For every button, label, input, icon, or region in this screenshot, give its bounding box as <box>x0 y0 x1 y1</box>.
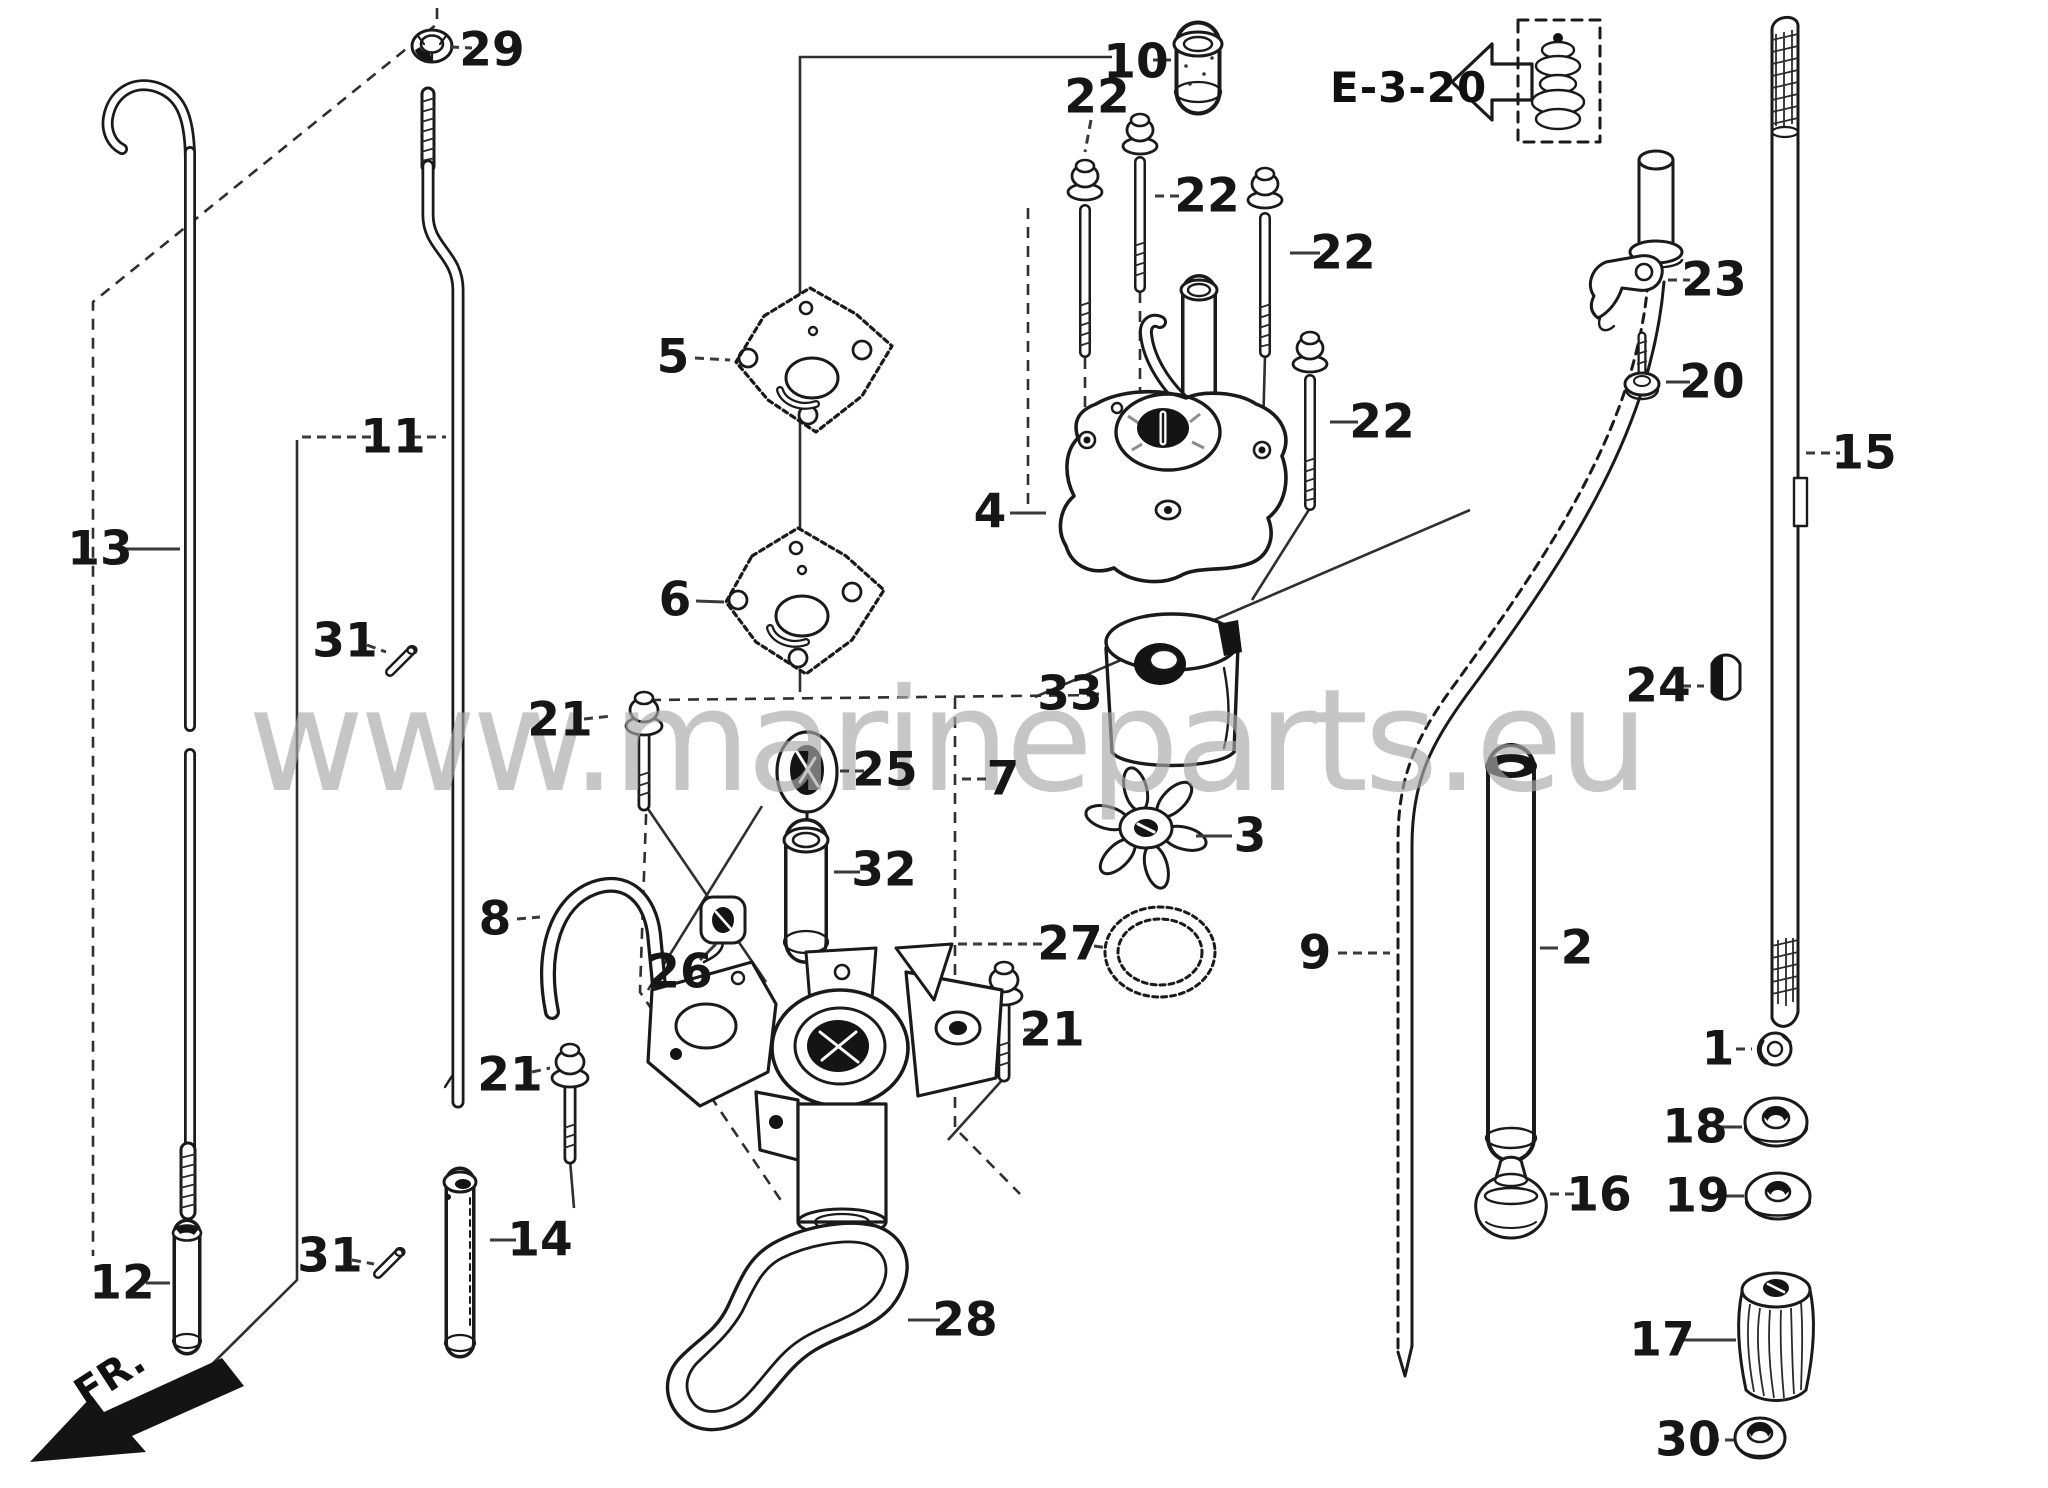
hex-nut-29 <box>410 28 454 64</box>
flange-bolt-21-first <box>624 690 664 812</box>
part-label-9: 9 <box>1299 926 1332 981</box>
watermark: www.marineparts.eu <box>248 659 1645 824</box>
throttle-rod-11 <box>420 86 465 1109</box>
part-label-21b: 21 <box>477 1048 542 1103</box>
part-label-22b: 22 <box>1174 169 1239 224</box>
reference-code: E-3-20 <box>1330 63 1487 112</box>
leader-line-31b <box>351 1258 375 1266</box>
leader-line-26 <box>698 942 718 962</box>
shift-rod-13 <box>101 79 197 1221</box>
water-pump-gasket-6 <box>724 526 886 676</box>
part-label-12: 12 <box>89 1256 154 1311</box>
part-label-8: 8 <box>479 892 512 947</box>
tapping-screw-20 <box>1623 331 1661 401</box>
part-label-28: 28 <box>932 1293 997 1348</box>
pump-liner-33 <box>1104 612 1242 768</box>
front-arrow-icon <box>30 1358 244 1462</box>
leader-line-31a <box>366 643 387 654</box>
part-label-30: 30 <box>1655 1413 1720 1468</box>
part-label-5: 5 <box>657 330 690 385</box>
seal-grommet-25 <box>775 730 839 830</box>
part-label-24: 24 <box>1625 659 1690 714</box>
flange-bolt-21-third <box>984 960 1024 1083</box>
circlip-1 <box>1756 1031 1793 1067</box>
tube-seal-ring-16 <box>1474 1155 1548 1240</box>
part-label-16: 16 <box>1566 1168 1631 1223</box>
pump-base-body <box>646 942 1004 1237</box>
part-label-29: 29 <box>459 23 524 78</box>
grouping-boundary-lines <box>91 8 1471 1400</box>
leader-line-8 <box>516 915 541 921</box>
part-label-11: 11 <box>360 410 425 465</box>
part-label-32: 32 <box>851 843 916 898</box>
leader-line-21b <box>531 1066 551 1074</box>
part-label-33: 33 <box>1037 667 1102 722</box>
pinion-gear-17 <box>1737 1271 1815 1402</box>
water-tube-2 <box>1484 743 1538 1163</box>
pipe-bushing-10 <box>1172 20 1224 116</box>
pump-base-gasket-28 <box>665 1221 909 1432</box>
vertical-drive-shaft-15 <box>1770 16 1809 1028</box>
leader-line-6 <box>695 599 725 604</box>
mount-rubber-26 <box>699 895 747 964</box>
reference-dashed-box <box>1516 18 1602 144</box>
leader-line-29 <box>449 45 473 50</box>
water-pump-plate-5 <box>734 286 894 434</box>
water-pump-cover-4 <box>1058 274 1288 584</box>
part-label-1: 1 <box>1702 1022 1735 1077</box>
flange-bolt-22-second <box>1121 112 1159 293</box>
washer-18 <box>1743 1096 1809 1148</box>
washer-19 <box>1744 1171 1812 1221</box>
part-label-22a: 22 <box>1064 70 1129 125</box>
part-label-20: 20 <box>1679 355 1744 410</box>
part-label-18: 18 <box>1662 1100 1727 1155</box>
leader-line-22a <box>1083 119 1093 153</box>
reference-arrow-icon <box>1450 42 1534 122</box>
reference-block <box>1450 18 1602 144</box>
part-label-7: 7 <box>987 752 1020 807</box>
impeller-3 <box>1084 766 1208 890</box>
part-label-22c: 22 <box>1310 226 1375 281</box>
part-label-21c: 21 <box>1019 1003 1084 1058</box>
front-direction-arrow <box>30 1358 244 1462</box>
part-label-4: 4 <box>974 485 1007 540</box>
part-label-15: 15 <box>1831 426 1896 481</box>
leader-line-5 <box>694 356 731 362</box>
o-ring-27 <box>1103 905 1217 999</box>
part-label-31a: 31 <box>312 614 377 669</box>
part-label-10: 10 <box>1103 35 1168 90</box>
part-label-13: 13 <box>67 522 132 577</box>
part-label-23: 23 <box>1681 253 1746 308</box>
part-label-25: 25 <box>852 743 917 798</box>
flange-bolt-21-second <box>550 1042 590 1165</box>
flange-bolt-22-third <box>1246 166 1284 358</box>
part-label-14: 14 <box>507 1213 572 1268</box>
dowel-pin-31-upper <box>385 644 418 677</box>
bushing-tube-14 <box>442 1166 478 1359</box>
leader-line-27 <box>1093 944 1109 950</box>
part-label-3: 3 <box>1234 809 1267 864</box>
water-tube-grommet-8 <box>540 876 670 1034</box>
woodruff-key-24 <box>1710 653 1742 701</box>
part-label-27: 27 <box>1037 917 1102 972</box>
shift-rod-tube-12 <box>171 1218 203 1356</box>
collar-32 <box>782 818 830 964</box>
flange-bolt-22-fourth <box>1291 330 1329 511</box>
part-label-21a: 21 <box>527 693 592 748</box>
castle-nut-30 <box>1733 1416 1787 1460</box>
shift-rod-clamp-23 <box>1589 254 1664 332</box>
flange-bolt-22-first <box>1066 158 1104 358</box>
reference-grommet-stack <box>1530 33 1586 131</box>
part-label-17: 17 <box>1629 1313 1694 1368</box>
part-label-19: 19 <box>1664 1169 1729 1224</box>
dowel-pin-31-lower <box>373 1246 406 1279</box>
leader-line-21a <box>583 714 613 721</box>
part-label-31b: 31 <box>297 1229 362 1284</box>
part-label-2: 2 <box>1561 921 1594 976</box>
part-label-6: 6 <box>659 573 692 628</box>
part-label-26: 26 <box>647 945 712 1000</box>
part-label-22d: 22 <box>1349 395 1414 450</box>
